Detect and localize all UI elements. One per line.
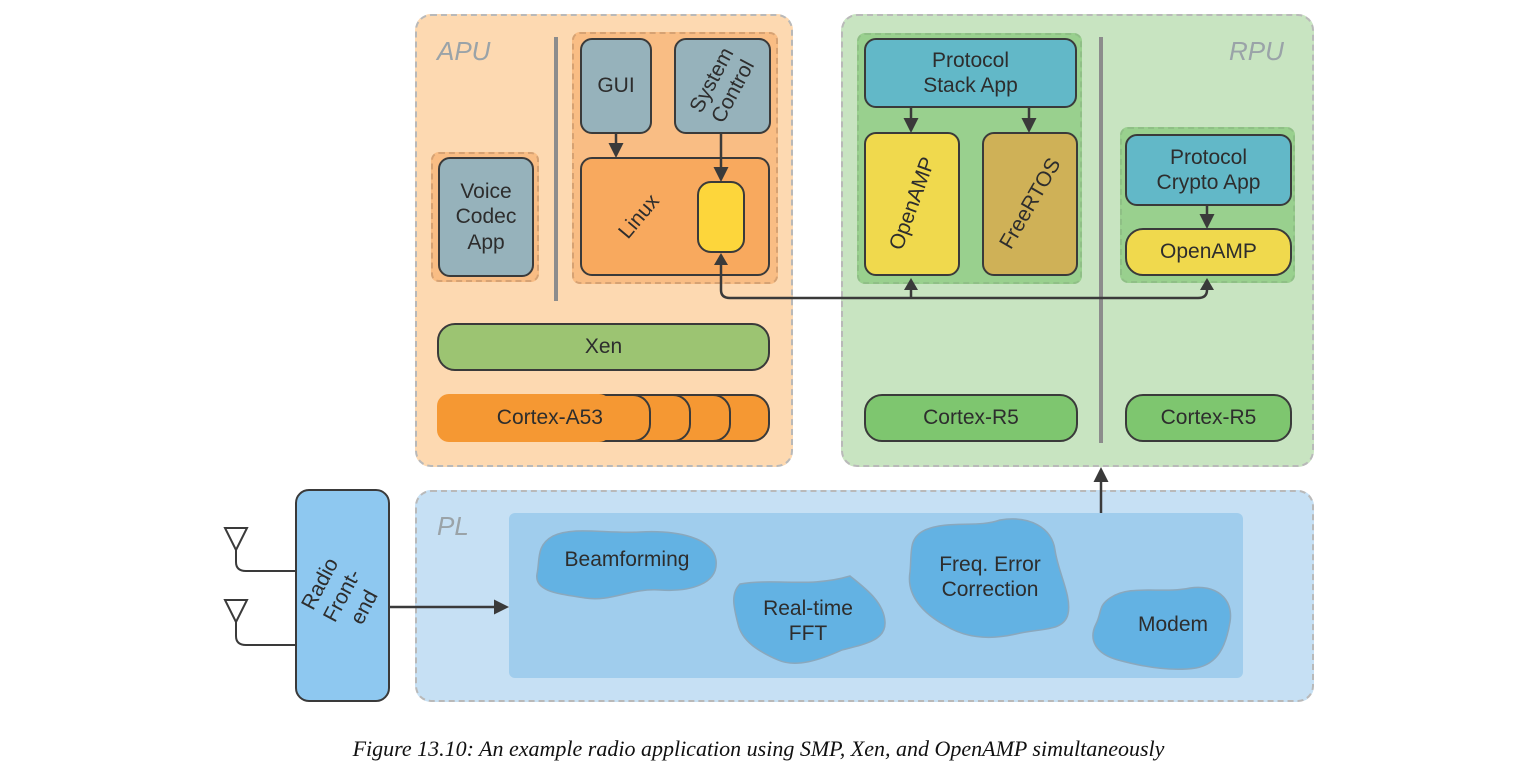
realtime-fft-blob (733, 575, 886, 664)
freq-error-correction-blob (908, 518, 1070, 639)
figure-caption: Figure 13.10: An example radio applicati… (352, 736, 1165, 761)
antenna-icon-top (223, 527, 296, 572)
apu-separator (554, 37, 558, 301)
rpu-label: RPU (1229, 36, 1284, 66)
cortex-r5-left-label: Cortex-R5 (923, 406, 1019, 430)
openamp-left-box: OpenAMP (864, 132, 960, 276)
openamp-interconnect-arrowheads (714, 253, 1214, 290)
protocol-crypto-app-box: Protocol Crypto App (1125, 134, 1292, 206)
voice-codec-app-label: Voice Codec App (455, 180, 517, 254)
rpu-separator (1099, 37, 1103, 443)
cortex-r5-left-box: Cortex-R5 (864, 394, 1078, 442)
linux-openamp-port (697, 181, 745, 253)
protocol-stack-app-box: Protocol Stack App (864, 38, 1077, 108)
modem-label: Modem (1137, 613, 1209, 636)
modem-blob (1092, 586, 1232, 671)
cortex-r5-right-label: Cortex-R5 (1160, 406, 1257, 430)
cortex-a53-core-1: Cortex-A53 (437, 394, 611, 442)
pl-label: PL (437, 511, 469, 541)
apu-label: APU (437, 36, 491, 66)
voice-codec-app-box: Voice Codec App (438, 157, 534, 277)
antenna-icon-bottom (223, 599, 296, 646)
beamforming-label: Beamforming (564, 548, 690, 571)
protocol-crypto-app-label: Protocol Crypto App (1156, 145, 1261, 194)
openamp-right-box: OpenAMP (1125, 228, 1292, 276)
cortex-a53-label: Cortex-A53 (496, 406, 603, 430)
xen-label: Xen (584, 335, 623, 359)
cortex-r5-right-box: Cortex-R5 (1125, 394, 1292, 442)
protocol-stack-app-label: Protocol Stack App (923, 48, 1018, 97)
beamforming-blob (536, 530, 717, 600)
xen-box: Xen (437, 323, 770, 371)
openamp-right-label: OpenAMP (1160, 240, 1257, 264)
realtime-fft-label: Real-time FFT (763, 597, 853, 646)
radio-front-end-box: Radio Front-end (295, 489, 390, 702)
gui-label: GUI (597, 74, 635, 98)
gui-box: GUI (580, 38, 652, 134)
freq-error-correction-label: Freq. Error Correction (939, 553, 1041, 602)
openamp-interconnect-line (719, 255, 1209, 300)
system-control-box: System Control (674, 38, 771, 134)
freertos-box: FreeRTOS (982, 132, 1078, 276)
